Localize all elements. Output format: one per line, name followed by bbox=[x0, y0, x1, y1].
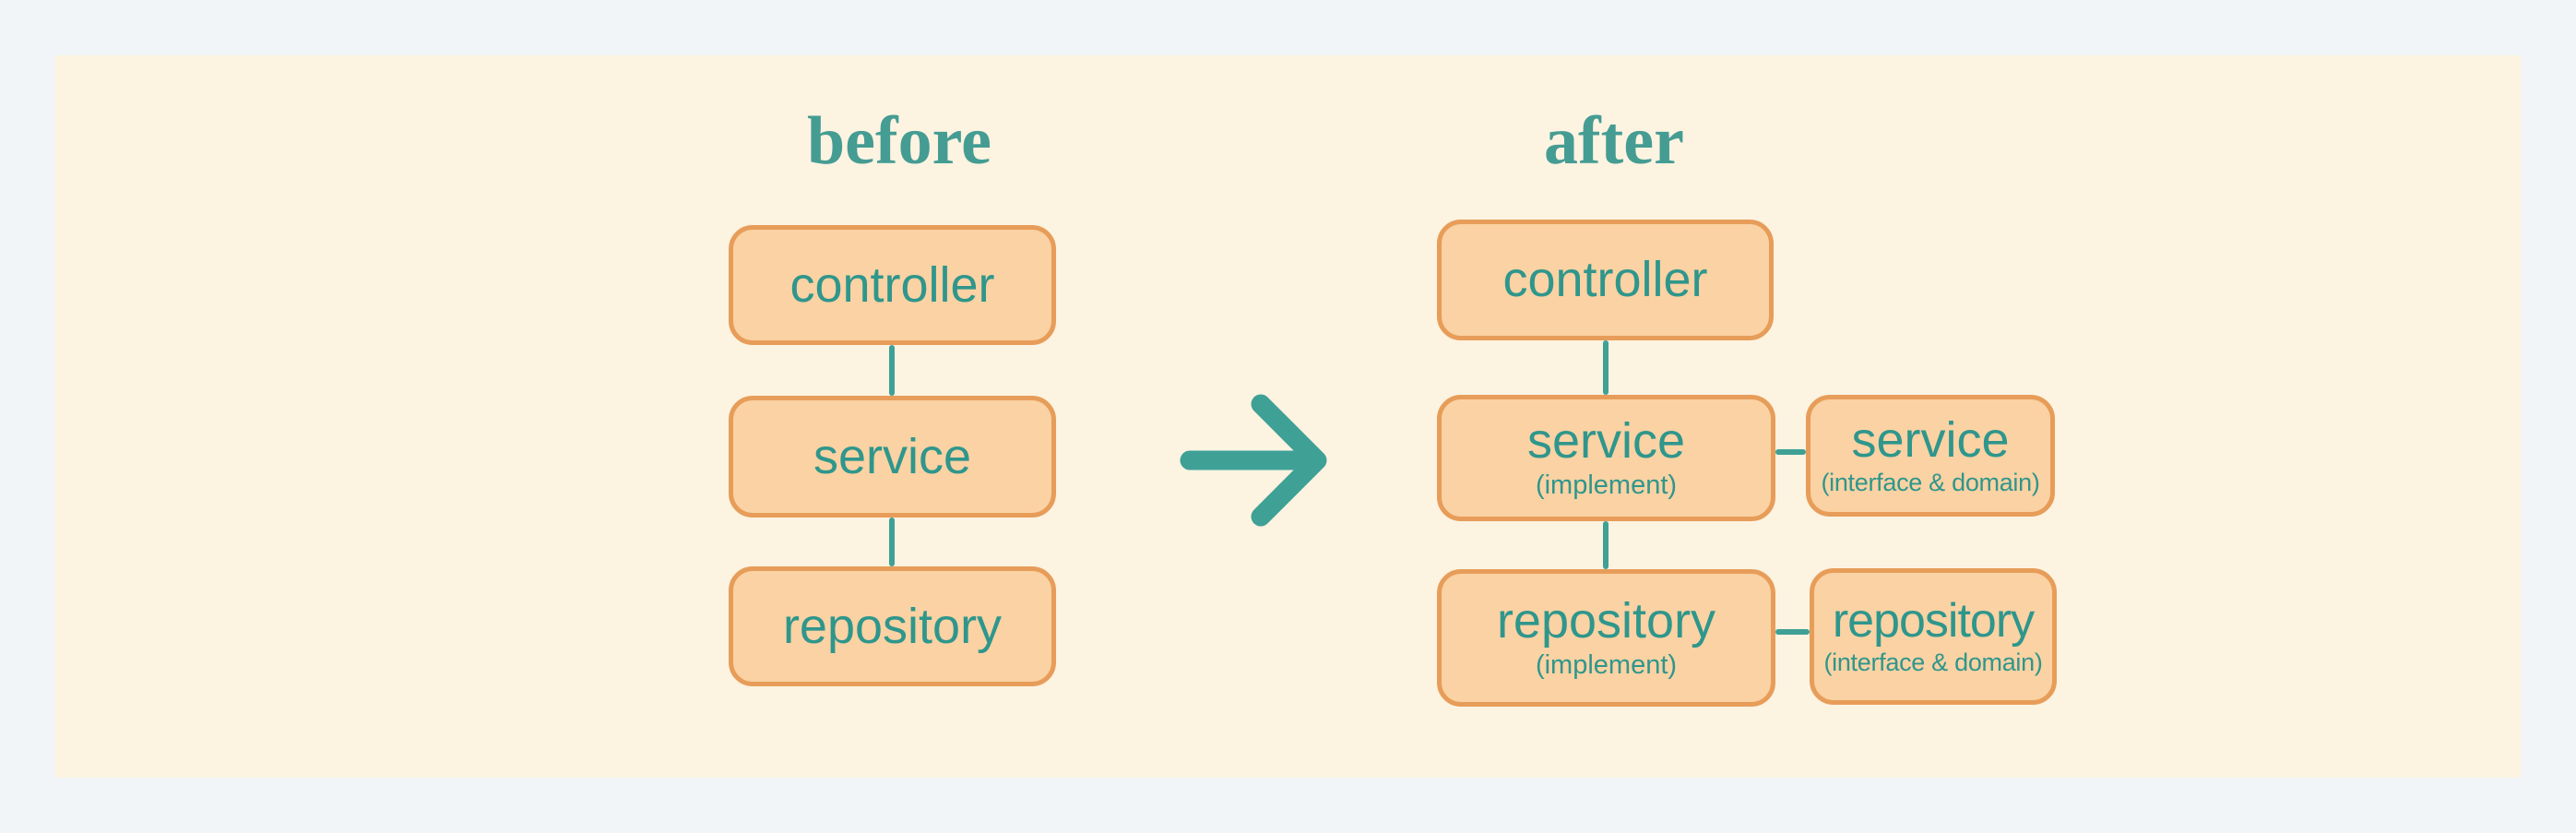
before-controller-box: controller bbox=[729, 225, 1056, 345]
after-service-implement-box: service (implement) bbox=[1437, 395, 1775, 521]
after-service-interface-box: service (interface & domain) bbox=[1806, 395, 2055, 517]
box-sublabel: (interface & domain) bbox=[1821, 469, 2040, 497]
before-service-box: service bbox=[729, 396, 1056, 518]
after-connector-service-interface bbox=[1775, 449, 1806, 455]
after-repository-implement-box: repository (implement) bbox=[1437, 569, 1775, 707]
box-label: service bbox=[813, 428, 972, 484]
box-label: repository bbox=[1496, 592, 1716, 649]
diagram-canvas: before controller service repository aft… bbox=[55, 55, 2521, 778]
box-sublabel: (implement) bbox=[1535, 649, 1678, 680]
box-label: controller bbox=[789, 256, 995, 313]
box-sublabel: (interface & domain) bbox=[1823, 649, 2043, 677]
box-label: service bbox=[1851, 411, 2010, 468]
after-connector-repository-interface bbox=[1775, 629, 1810, 635]
box-label: repository bbox=[782, 598, 1003, 654]
box-label: repository bbox=[1832, 593, 2035, 648]
after-repository-interface-box: repository (interface & domain) bbox=[1810, 568, 2057, 705]
box-label: controller bbox=[1502, 252, 1708, 308]
before-repository-box: repository bbox=[729, 566, 1056, 686]
after-title: after bbox=[1544, 103, 1684, 179]
right-arrow-icon bbox=[1179, 393, 1335, 528]
box-sublabel: (implement) bbox=[1535, 470, 1678, 500]
after-connector-controller-service bbox=[1603, 340, 1609, 395]
before-connector-controller-service bbox=[889, 345, 895, 396]
before-connector-service-repository bbox=[889, 518, 895, 566]
before-title: before bbox=[807, 103, 991, 179]
box-label: service bbox=[1526, 412, 1686, 469]
after-controller-box: controller bbox=[1437, 220, 1774, 340]
after-connector-service-repository bbox=[1603, 521, 1609, 569]
